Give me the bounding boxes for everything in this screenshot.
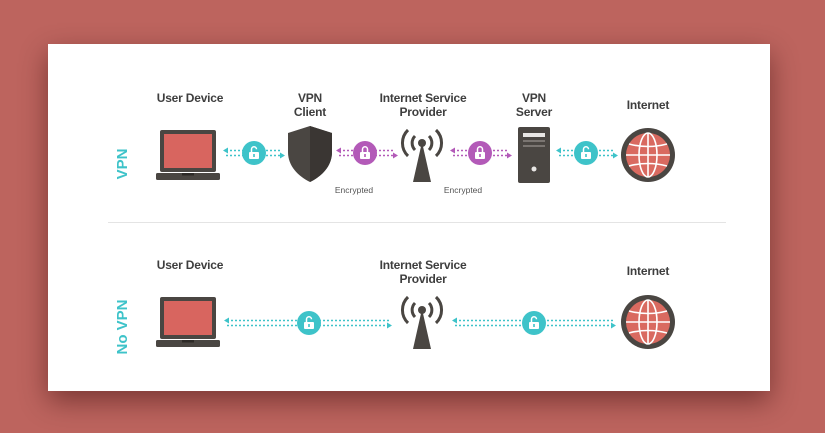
globe-icon — [621, 128, 675, 182]
row-label-vpn: VPN — [114, 148, 131, 180]
label-vpn-client: VPN Client — [293, 91, 327, 119]
label-internet-novpn: Internet — [626, 264, 670, 278]
row-divider — [108, 222, 726, 223]
laptop-icon — [156, 297, 220, 347]
unlock-icon — [297, 311, 321, 335]
unlock-icon — [242, 141, 266, 165]
laptop-icon — [156, 130, 220, 180]
antenna-icon — [401, 295, 443, 349]
server-icon — [518, 127, 550, 183]
encrypted-label-2: Encrypted — [443, 185, 483, 195]
label-isp-novpn: Internet Service Provider — [379, 258, 467, 286]
encrypted-label-1: Encrypted — [334, 185, 374, 195]
lock-icon — [468, 141, 492, 165]
label-vpn-server: VPN Server — [515, 91, 553, 119]
label-internet-vpn: Internet — [626, 98, 670, 112]
row-label-no-vpn: No VPN — [114, 299, 131, 355]
link-isp-to-internet — [452, 317, 616, 329]
shield-icon — [288, 126, 332, 182]
label-user-device-vpn: User Device — [156, 91, 224, 105]
unlock-icon — [574, 141, 598, 165]
label-user-device-novpn: User Device — [156, 258, 224, 272]
unlock-icon — [522, 311, 546, 335]
diagram-card: VPN User Device VPN Client Internet Serv… — [48, 44, 770, 391]
antenna-icon — [401, 128, 443, 182]
lock-icon — [353, 141, 377, 165]
globe-icon — [621, 295, 675, 349]
label-isp-vpn: Internet Service Provider — [379, 91, 467, 119]
